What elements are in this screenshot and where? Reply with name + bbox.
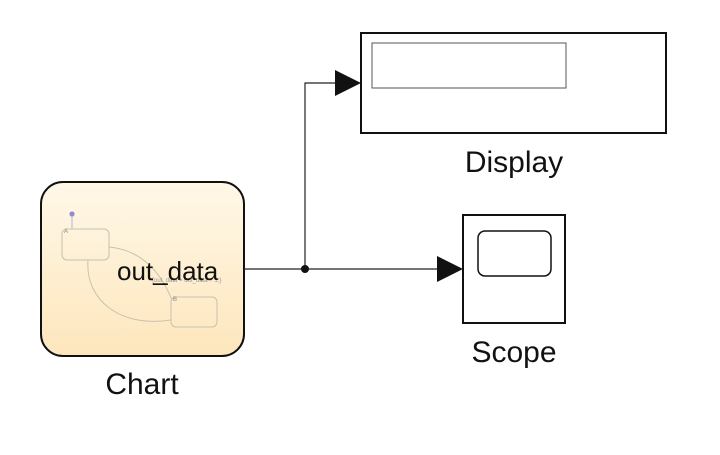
state-a xyxy=(61,228,110,261)
display-label[interactable]: Display xyxy=(464,146,564,179)
transition-a-to-b xyxy=(108,246,173,301)
chart-output-port-label: out_data xyxy=(117,256,219,286)
transition-action-label: {out_data = out_data + 1;} xyxy=(152,278,222,284)
signal-branch-to-display xyxy=(304,82,336,269)
default-transition-dot xyxy=(69,211,75,217)
transition-b-to-a xyxy=(87,259,172,322)
display-block[interactable] xyxy=(360,32,667,134)
arrow-to-display xyxy=(335,70,361,96)
state-b xyxy=(170,296,218,328)
scope-block[interactable] xyxy=(462,214,566,324)
state-a-label: A xyxy=(64,229,69,235)
signal-lines[interactable] xyxy=(244,70,463,282)
branch-point xyxy=(301,265,309,273)
chart-preview xyxy=(61,211,218,328)
display-value-field xyxy=(371,42,567,89)
arrow-to-scope xyxy=(437,256,463,282)
scope-label[interactable]: Scope xyxy=(471,336,557,369)
chart-label[interactable]: Chart xyxy=(105,368,179,401)
state-b-label: B xyxy=(173,297,178,303)
scope-screen xyxy=(477,230,552,277)
